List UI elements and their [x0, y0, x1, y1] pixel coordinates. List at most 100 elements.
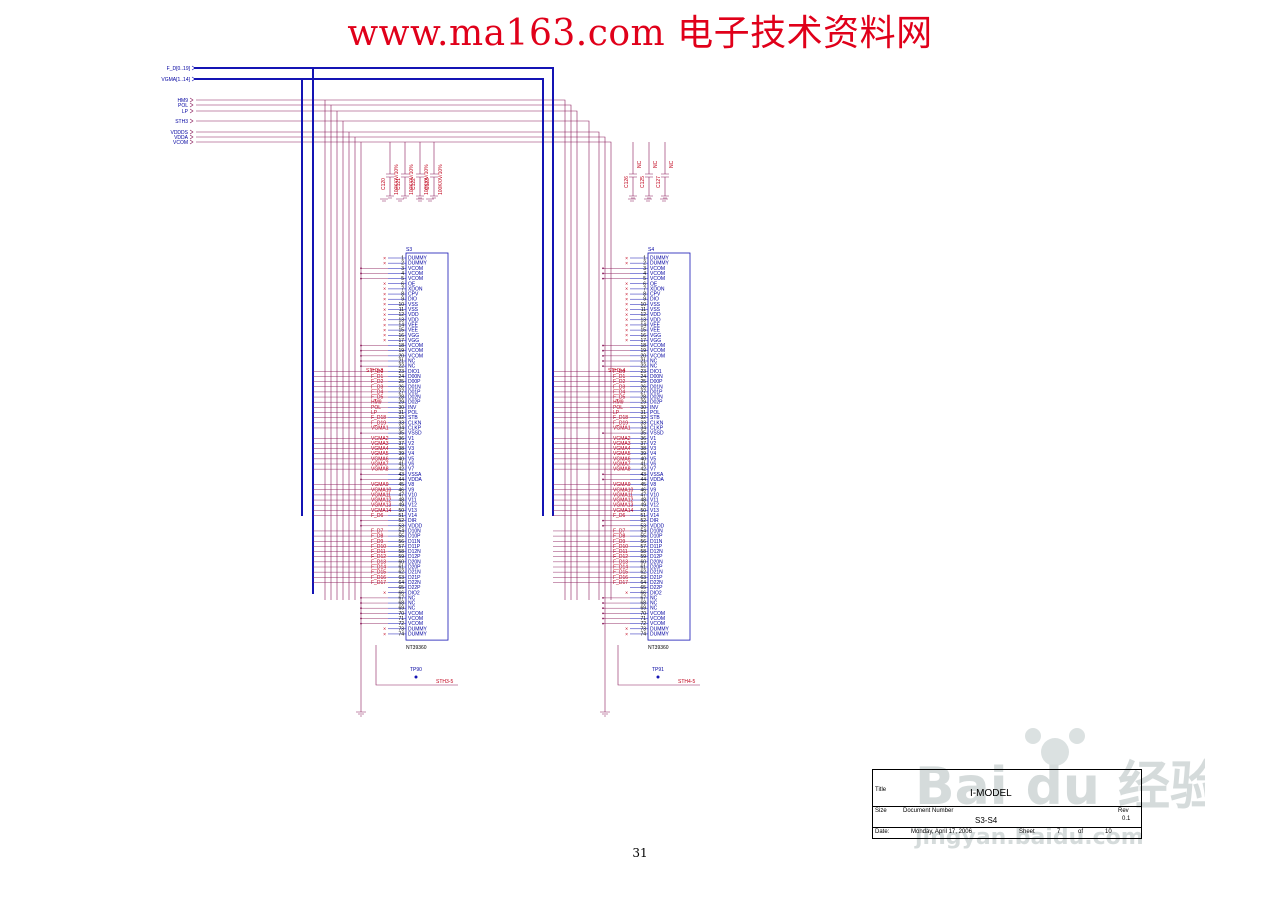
no-connect-mark: ×	[625, 312, 628, 318]
pin-number: 26	[640, 384, 646, 390]
junction-dot	[602, 478, 604, 481]
pin-number: 14	[640, 322, 646, 328]
output-net-label: STH3-5	[436, 679, 453, 685]
pin-number: 67	[640, 595, 646, 601]
pin-number: 11	[641, 307, 646, 313]
pin-number: 25	[398, 379, 404, 385]
pin-number: 67	[398, 595, 404, 601]
pin-name: VDD	[650, 317, 661, 323]
junction-dot	[602, 524, 604, 527]
junction-dot	[602, 622, 604, 625]
net-arrow	[189, 134, 194, 140]
signal-label: F_D12	[371, 554, 386, 560]
junction-dot	[602, 349, 604, 352]
pin-name: D20P	[650, 565, 663, 571]
net-label: STH3	[175, 119, 188, 125]
signal-label: VGMA10	[371, 487, 392, 493]
pin-name: VDD	[408, 312, 419, 318]
junction-dot	[360, 277, 362, 280]
net-wire	[196, 120, 590, 600]
pin-number: 42	[398, 467, 404, 473]
pin-name: CLKP	[650, 425, 664, 431]
signal-label: VGMA7	[613, 462, 631, 468]
pin-name: VCOM	[408, 266, 423, 272]
pin-name: V5	[650, 456, 656, 462]
docnum-label: Document Number	[903, 808, 954, 814]
net-label: VGMA[1..14]	[161, 77, 190, 83]
signal-label: F_D3	[613, 384, 625, 390]
watermark-url: jingyan.baidu.com	[914, 825, 1144, 850]
pin-number: 73	[398, 626, 404, 632]
signal-label: VGMA13	[613, 503, 634, 509]
pin-name: V6	[650, 462, 656, 468]
net-label: VCOM	[173, 140, 188, 146]
pin-name: V14	[408, 513, 417, 519]
pin-number: 13	[640, 317, 646, 323]
junction-dot	[360, 478, 362, 481]
pin-number: 73	[640, 626, 646, 632]
pin-number: 5	[401, 276, 404, 282]
pin-number: 43	[398, 472, 404, 478]
sheet-value: 7	[1057, 829, 1061, 835]
junction-dot	[360, 607, 362, 610]
pin-number: 49	[640, 503, 646, 509]
chip-body	[405, 252, 449, 641]
net-label: HM9	[177, 98, 188, 104]
page-header: www.ma163.com 电子技术资料网	[347, 13, 933, 54]
no-connect-mark: ×	[383, 297, 386, 303]
pin-name: V10	[408, 492, 417, 498]
pin-number: 59	[398, 554, 404, 560]
pin-name: VGG	[650, 333, 661, 339]
no-connect-mark: ×	[625, 307, 628, 313]
pin-name: OE	[650, 281, 658, 287]
signal-label: F_D5	[371, 395, 383, 401]
net-arrow	[191, 65, 196, 71]
pin-name: D12P	[408, 554, 421, 560]
pin-number: 11	[399, 307, 404, 313]
pin-name: D10N	[408, 528, 421, 534]
pin-name: V8	[650, 482, 656, 488]
pin-name: INV	[650, 405, 659, 411]
pin-name: V4	[650, 451, 656, 457]
junction-dot	[602, 602, 604, 604]
net-arrow	[189, 108, 194, 114]
pin-number: 58	[640, 549, 646, 555]
no-connect-mark: ×	[383, 282, 386, 288]
signal-label: F_D15	[613, 570, 628, 576]
pin-name: V9	[650, 487, 656, 493]
net-arrow	[189, 118, 194, 124]
junction-dot	[360, 622, 362, 625]
net-arrow	[189, 139, 194, 145]
pin-name: DIO	[408, 297, 417, 303]
signal-label: F_D2	[371, 379, 383, 385]
pin-name: VCOM	[650, 621, 665, 627]
of-label: of	[1078, 829, 1084, 835]
pin-name: V11	[408, 498, 417, 504]
pin-number: 21	[398, 359, 404, 365]
pin-name: DIR	[408, 518, 417, 524]
pin-name: VSSA	[408, 472, 422, 478]
signal-label: F_D1	[371, 374, 383, 380]
pin-name: VDD	[650, 312, 661, 318]
ground-symbol	[628, 198, 636, 202]
date-label: Date:	[875, 829, 890, 835]
net-arrow	[189, 97, 194, 103]
signal-label: VGMA12	[371, 498, 392, 504]
pin-name: VDDA	[408, 477, 423, 483]
pin-number: 24	[398, 374, 404, 380]
pin-name: D10P	[650, 534, 663, 540]
pin-number: 1	[401, 256, 404, 262]
capacitor	[401, 142, 409, 199]
pin-name: D00N	[650, 374, 663, 380]
signal-label: F_D9	[613, 539, 625, 545]
junction-dot	[360, 524, 362, 527]
pin-number: 51	[640, 513, 646, 519]
junction-dot	[602, 432, 604, 434]
pin-number: 71	[640, 616, 646, 622]
signal-label: F_D12	[613, 554, 628, 560]
cap-value: 100K/0V/10%	[394, 164, 400, 195]
watermark-brand: Bai du 经验	[915, 757, 1205, 817]
no-connect-mark: ×	[625, 287, 628, 293]
signal-label: F_D10	[613, 544, 628, 550]
